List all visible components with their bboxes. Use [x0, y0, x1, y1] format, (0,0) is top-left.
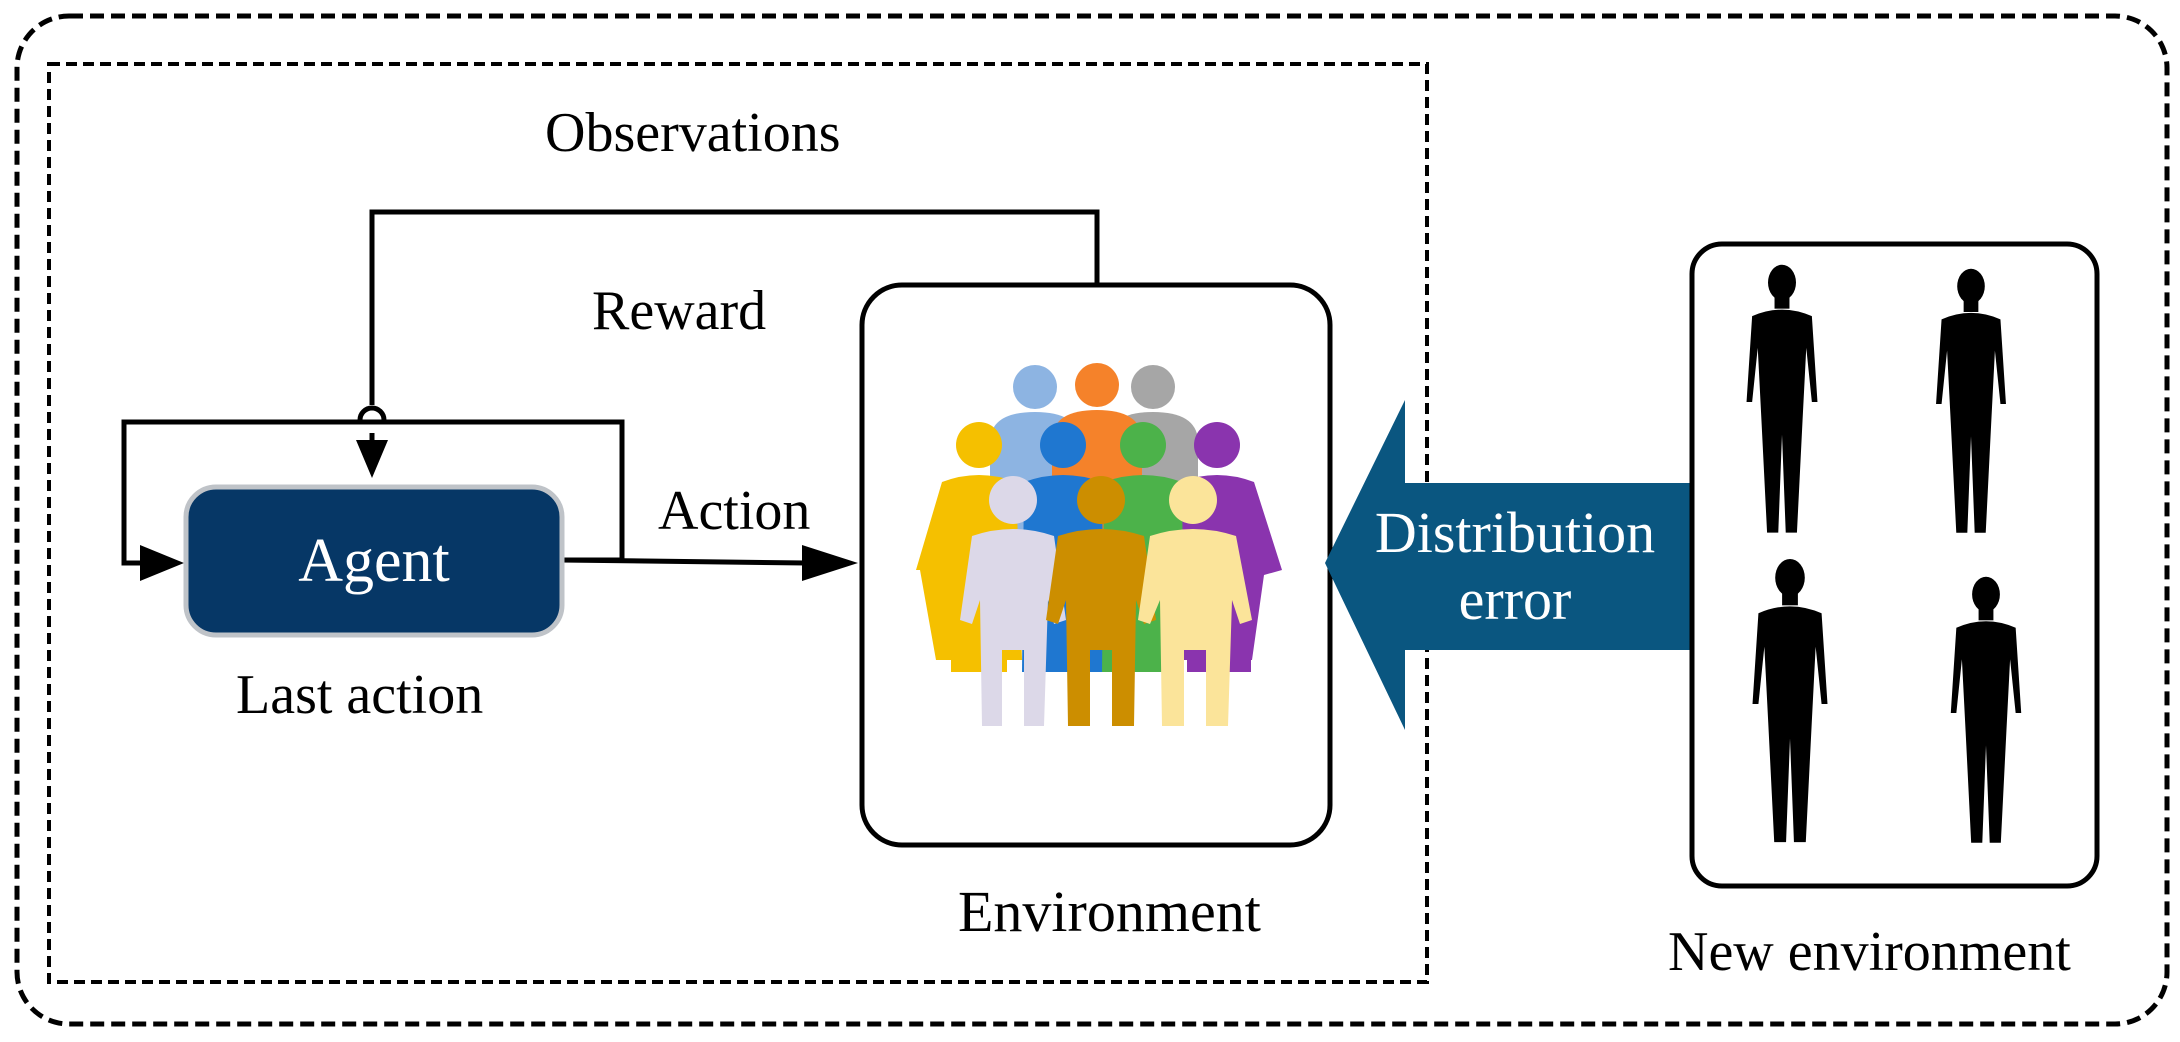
- observations-arrowhead: [356, 440, 388, 478]
- action-label: Action: [658, 480, 811, 542]
- action-arrow: [559, 557, 807, 566]
- environment-label: Environment: [958, 879, 1261, 944]
- action-arrowhead: [802, 545, 858, 581]
- new-environment-label: New environment: [1668, 921, 2071, 983]
- reward-label: Reward: [592, 280, 767, 342]
- crowd-icon: [916, 363, 1282, 726]
- agent-box: [183, 484, 565, 638]
- observations-label: Observations: [545, 102, 841, 164]
- distribution-error-label: Distribution error: [1340, 500, 1690, 633]
- outer-frame: [14, 13, 2170, 1027]
- last-action-arrowhead: [140, 545, 184, 581]
- agent-label: Agent: [298, 527, 450, 595]
- observations-arrow: [357, 209, 1100, 440]
- distribution-error-arrow[interactable]: [1325, 400, 1693, 730]
- last-action-label: Last action: [236, 664, 484, 726]
- distribution-error-line1: Distribution: [1374, 500, 1656, 565]
- distribution-error-line2: error: [1458, 566, 1572, 632]
